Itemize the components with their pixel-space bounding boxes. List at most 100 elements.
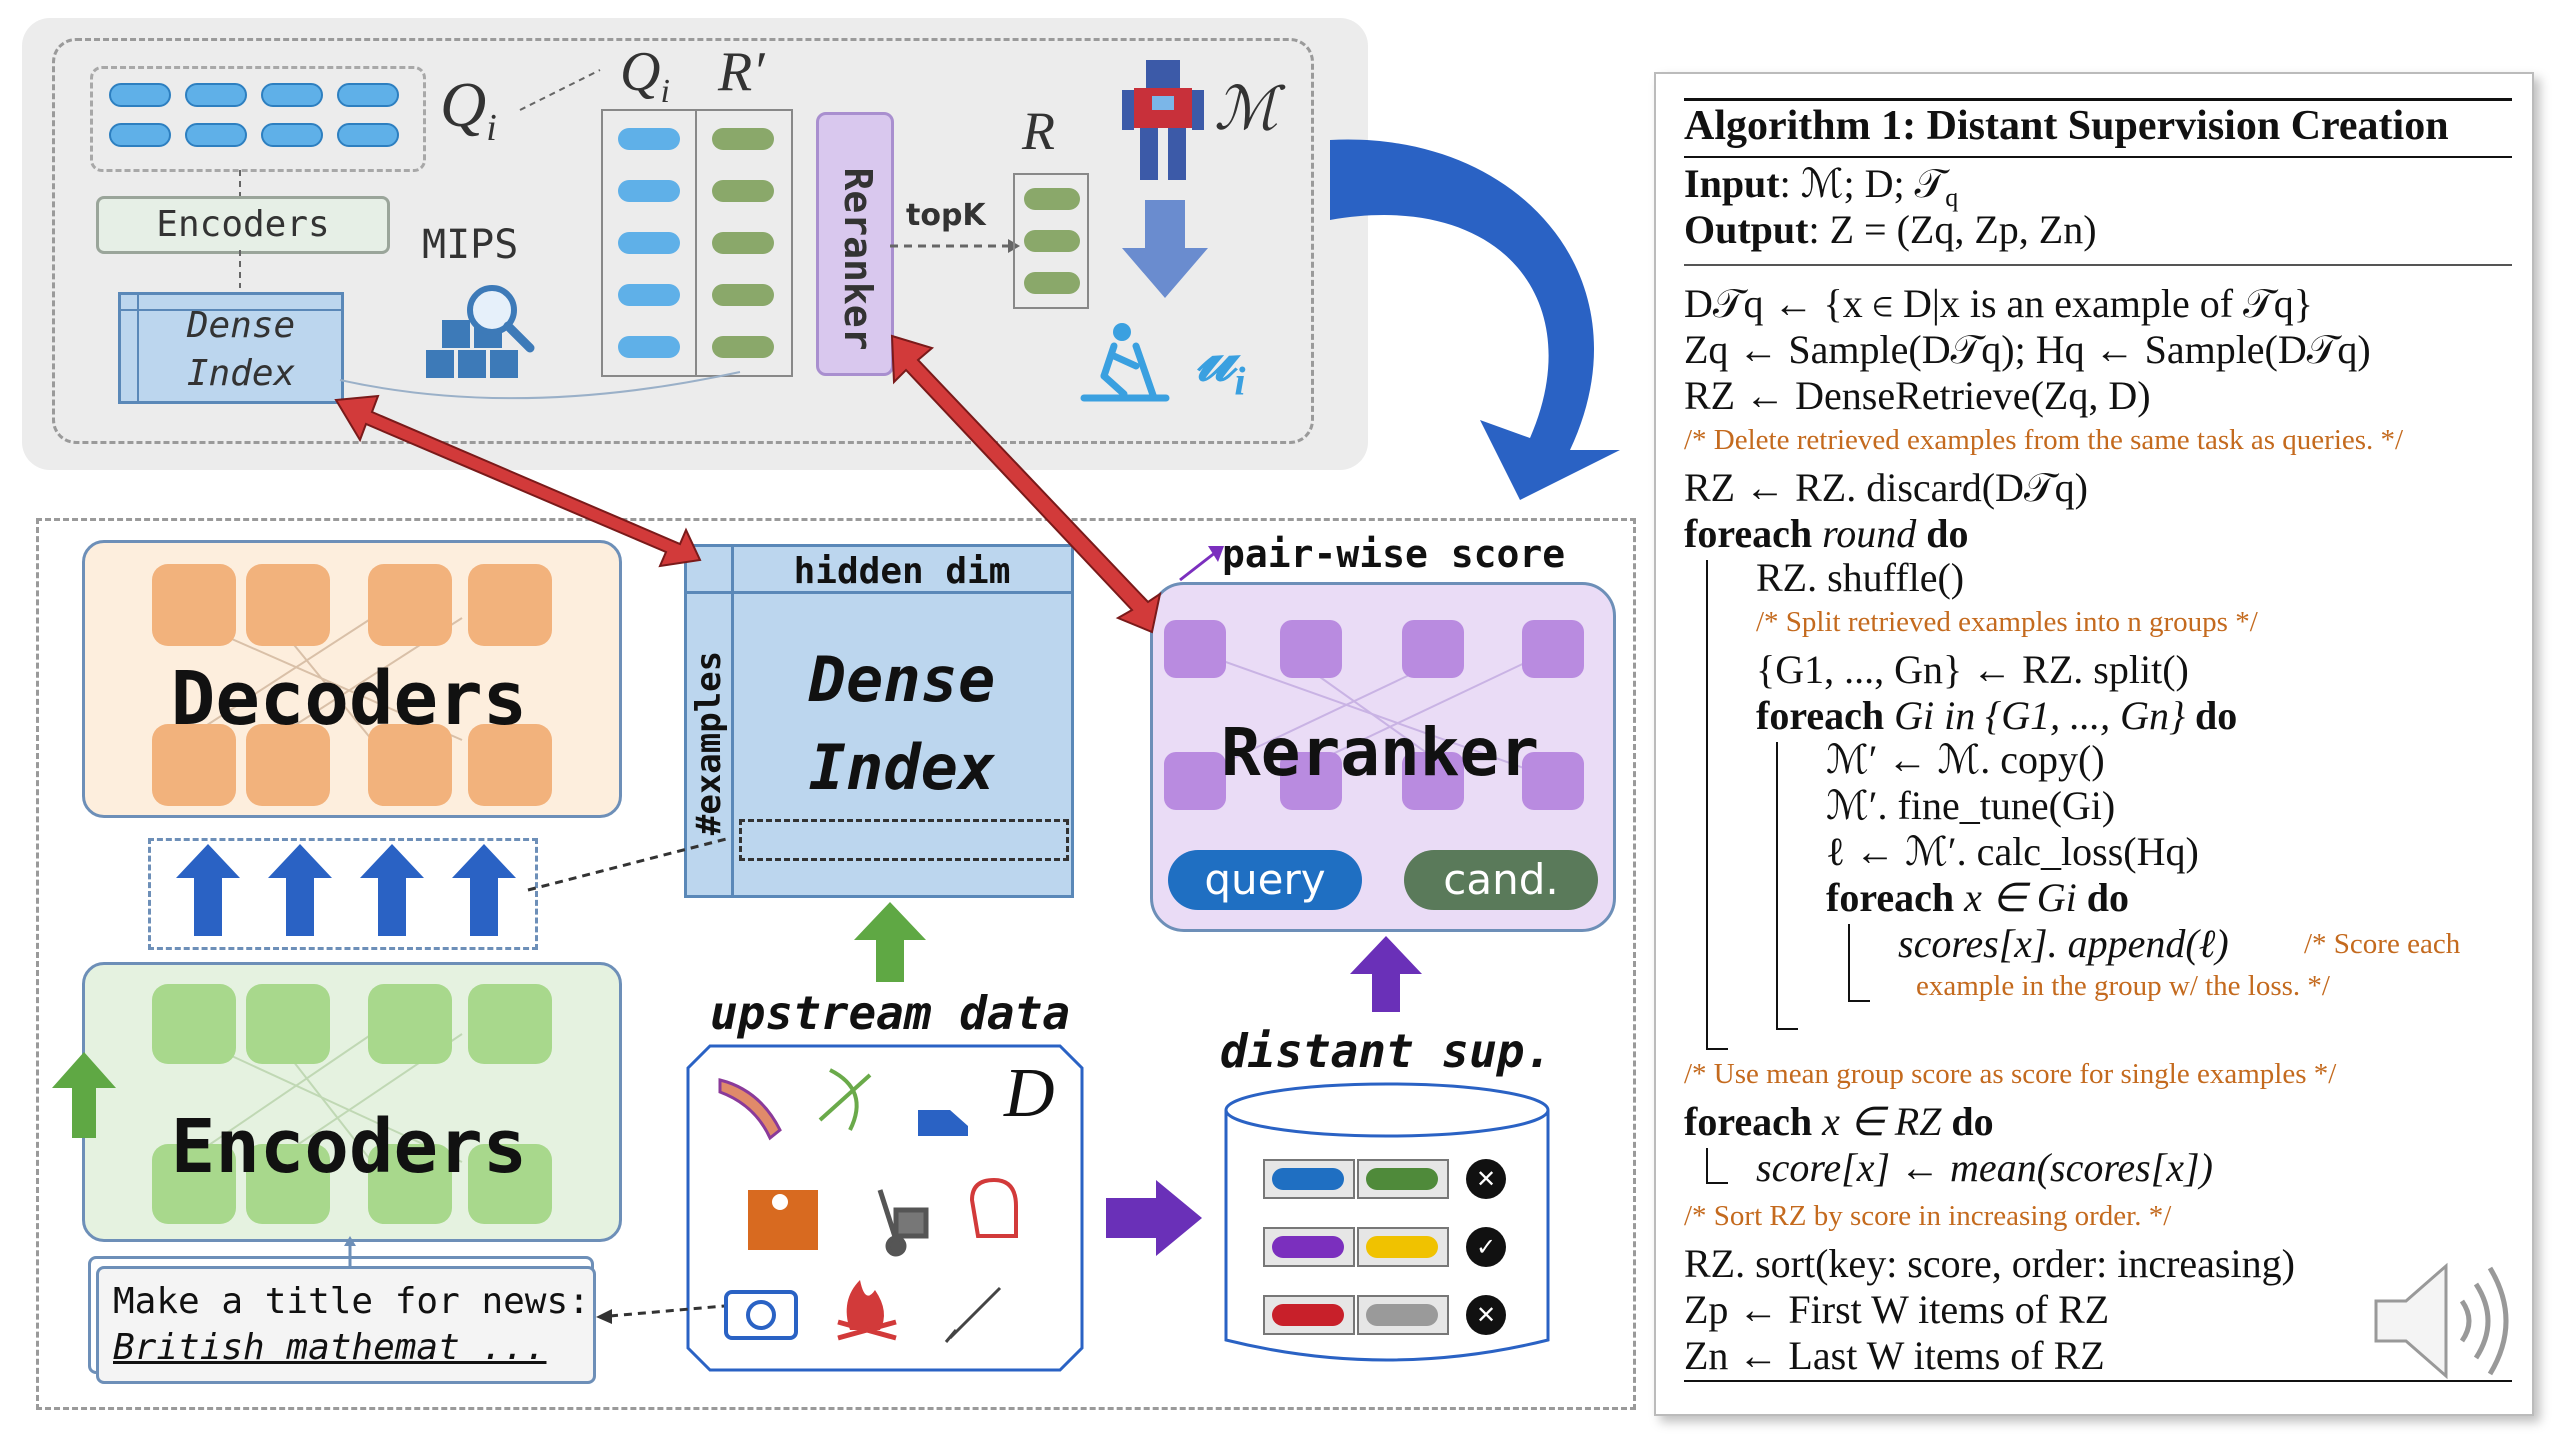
green-up-arrow-left — [52, 1052, 116, 1138]
news-card: Make a title for news: British mathemat … — [96, 1266, 596, 1384]
algo-c3a: /* Score each — [2304, 928, 2461, 960]
decoders-label: Decoders — [170, 656, 528, 742]
skier-icon — [1080, 323, 1170, 402]
distant-label: distant sup. — [1219, 1024, 1553, 1078]
m-label: ℳ — [1214, 76, 1279, 142]
dense-index-small-line1: Dense — [186, 305, 296, 346]
dense-index-col-line — [731, 547, 734, 895]
algo-l4: RZ ← RZ. discard(D𝒯q) — [1684, 465, 2088, 510]
topk-results — [1013, 173, 1089, 309]
reranker-big-label: Reranker — [1221, 714, 1539, 791]
camera-icon — [724, 1290, 798, 1340]
algo-top-rule — [1684, 98, 2512, 101]
algo-bar-1-end — [1706, 1048, 1728, 1050]
algo-title-rule — [1684, 156, 2512, 158]
svg-text:✕: ✕ — [1476, 1165, 1496, 1193]
algo-l15: score[x] ← mean(scores[x]) — [1756, 1145, 2213, 1190]
algo-l6: RZ. shuffle() — [1756, 555, 1965, 600]
retrieval-panel-inner-border — [52, 38, 1314, 444]
svg-text:✕: ✕ — [1476, 1301, 1496, 1329]
algo-body: Input: ℳ; D; 𝒯q Output: Z = (Zq, Zp, Zn)… — [1684, 160, 2524, 1400]
bow-arrow-icon — [818, 1068, 872, 1131]
algo-c4: /* Use mean group score as score for sin… — [1684, 1058, 2337, 1090]
algo-l13: scores[x]. append(ℓ) — [1898, 921, 2229, 966]
encoders-small-box: Encoders — [96, 196, 390, 254]
qi-label: Qi — [440, 69, 497, 149]
algo-l7: {G1, ..., Gn} ← RZ. split() — [1756, 647, 2189, 692]
svg-text:✓: ✓ — [1476, 1233, 1496, 1261]
news-connector — [344, 1236, 356, 1266]
top-connectors — [239, 69, 741, 400]
green-up-arrow-mid — [854, 902, 926, 982]
algo-l18: Zn ← Last W items of RZ — [1684, 1333, 2105, 1378]
architecture-panel — [36, 518, 1636, 1410]
algo-l2: Zq ← Sample(D𝒯q); Hq ← Sample(D𝒯q) — [1684, 327, 2371, 372]
news-line1: Make a title for news: — [113, 1281, 590, 1322]
algo-c5: /* Sort RZ by score in increasing order.… — [1684, 1200, 2172, 1232]
algo-l8: foreach Gi in {G1, ..., Gn} do — [1756, 693, 2238, 738]
encoders-label: Encoders — [170, 1104, 528, 1190]
algo-bar-4-end — [1706, 1182, 1728, 1184]
dense-index-big-line1: Dense — [808, 643, 996, 716]
pairwise-label: pair-wise score — [1222, 532, 1566, 576]
sneaker-icon — [918, 1110, 968, 1136]
decoders-nodes — [152, 564, 552, 806]
encoders-nodes — [152, 984, 552, 1224]
query-pills-group — [90, 66, 426, 172]
topk-label: topK — [906, 198, 986, 233]
purple-up-arrow — [1350, 936, 1422, 1012]
purple-right-arrow — [1106, 1180, 1202, 1256]
algo-input: Input: ℳ; D; 𝒯q — [1684, 161, 1959, 212]
algo-l1: D𝒯q ← {x ∈ D|x is an example of 𝒯q} — [1684, 281, 2313, 326]
algo-bar-1 — [1706, 560, 1708, 1050]
algo-bar-3 — [1848, 924, 1850, 1002]
algo-bar-2-end — [1776, 1028, 1798, 1030]
algo-l11: ℓ ← ℳ′. calc_loss(Hq) — [1826, 829, 2199, 874]
algo-title: Algorithm 1: Distant Supervision Creatio… — [1684, 103, 2449, 149]
query-pills — [109, 83, 399, 147]
reranker-small-box — [816, 112, 894, 376]
r-label: R — [1022, 101, 1055, 161]
campfire-icon — [837, 1280, 897, 1341]
boomerang-icon — [718, 1078, 782, 1141]
curved-blue-arrow — [1330, 139, 1620, 500]
dense-index-big-line2: Index — [808, 731, 996, 804]
climber-icon — [748, 1190, 818, 1250]
algo-c1: /* Delete retrieved examples from the sa… — [1684, 424, 2404, 456]
news-to-upstream-arrow — [596, 1304, 725, 1324]
algo-l14: foreach x ∈ RZ do — [1684, 1099, 1994, 1144]
boxing-glove-icon — [969, 1177, 1018, 1238]
algorithm-panel: Algorithm 1: Distant Supervision Creatio… — [1654, 72, 2534, 1416]
algo-l12: foreach x ∈ Gi do — [1826, 875, 2129, 920]
algo-output: Output: Z = (Zq, Zp, Zn) — [1684, 207, 2097, 252]
dense-index-small-header — [121, 295, 341, 311]
dense-index-header-line — [687, 591, 1071, 594]
algo-l17: Zp ← First W items of RZ — [1684, 1287, 2110, 1332]
query-pill: query — [1168, 850, 1362, 910]
news-line2: British mathemat ... — [113, 1327, 547, 1368]
search-boxes-icon — [426, 285, 535, 378]
speaker-icon[interactable] — [2366, 1256, 2516, 1386]
hand-truck-icon — [877, 1189, 929, 1257]
robot-icon — [1122, 60, 1204, 180]
upstream-label: upstream data — [709, 986, 1071, 1040]
algo-l10: ℳ′. fine_tune(Gi) — [1826, 783, 2116, 828]
algo-c3b: example in the group w/ the loss. */ — [1916, 970, 2330, 1002]
dense-index-small-line2: Index — [186, 353, 296, 394]
distant-rows: ✕ ✓ ✕ — [1263, 1159, 1506, 1335]
algo-c2: /* Split retrieved examples into n group… — [1756, 606, 2258, 638]
algo-bottom-rule — [1684, 1380, 2512, 1382]
pen-icon — [944, 1286, 1002, 1343]
dense-index-big: hidden dim #examples Dense Index — [684, 544, 1074, 898]
dense-index-small-col — [137, 295, 139, 401]
algo-bar-4 — [1706, 1148, 1708, 1184]
qi-column-label: Qi — [620, 41, 670, 111]
pairwise-arrow — [1179, 546, 1224, 582]
algo-bar-2 — [1776, 742, 1778, 1030]
reranker-nodes — [1164, 620, 1584, 810]
upstream-icons — [718, 1068, 1018, 1343]
algo-l3: RZ ← DenseRetrieve(Zq, D) — [1684, 373, 2151, 418]
d-label: D — [1004, 1055, 1055, 1132]
red-double-arrows — [334, 334, 1162, 634]
hidden-dim-label: hidden dim — [793, 551, 1011, 592]
